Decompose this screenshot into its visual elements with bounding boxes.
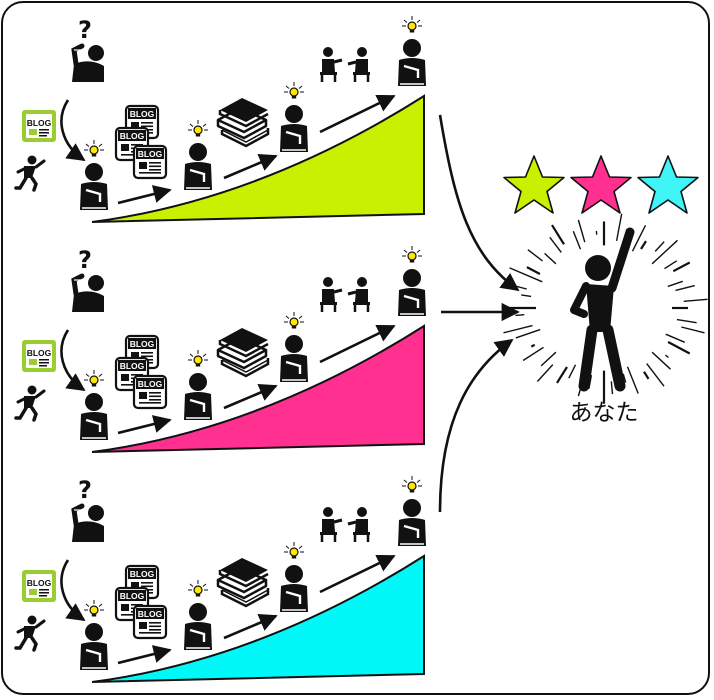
idea-person-icon	[280, 82, 308, 152]
blog-badge-icon	[22, 110, 56, 142]
burst-ray	[556, 366, 568, 384]
lane-green	[14, 16, 426, 223]
idea-person-icon	[280, 312, 308, 382]
burst-ray	[631, 224, 647, 252]
burst-ray	[651, 239, 678, 265]
thinking-person-icon	[72, 246, 104, 312]
burst-ray	[665, 333, 686, 343]
burst-ray	[503, 324, 533, 334]
running-person-icon	[14, 383, 46, 422]
burst-ray	[681, 326, 705, 334]
meeting-people-icon	[318, 275, 372, 314]
idea-person-icon	[80, 600, 108, 670]
burst-ray	[626, 366, 639, 394]
blog-badge-icon	[22, 340, 56, 372]
progress-arrow	[60, 329, 86, 392]
idea-person-icon	[398, 476, 426, 546]
progress-arrow	[60, 99, 86, 162]
burst-ray	[515, 314, 525, 317]
burst-ray	[675, 284, 695, 292]
burst-ray	[646, 363, 665, 387]
progress-arrow	[117, 415, 172, 435]
burst-ray	[640, 240, 647, 250]
burst-ray	[568, 364, 577, 379]
burst-ray	[521, 294, 532, 298]
blog-pages-icon	[116, 336, 166, 408]
idea-person-icon	[280, 542, 308, 612]
burst-ray	[513, 284, 527, 290]
star-icon	[503, 155, 565, 214]
burst-ray	[536, 364, 554, 382]
idea-person-icon	[80, 370, 108, 440]
burst-ray	[610, 381, 614, 395]
thinking-person-icon	[72, 16, 104, 82]
result-label: あなた	[570, 400, 639, 426]
burst-ray	[643, 371, 650, 380]
running-person-icon	[14, 153, 46, 192]
burst-ray	[540, 351, 557, 367]
progress-arrow	[117, 645, 172, 665]
burst-ray	[683, 298, 708, 302]
idea-person-icon	[80, 140, 108, 210]
growth-wedge	[91, 94, 425, 223]
idea-person-icon	[184, 120, 212, 190]
arrow-from-green-lane	[438, 114, 520, 292]
progress-arrow	[319, 554, 396, 594]
burst-ray	[526, 266, 541, 275]
burst-ray	[572, 230, 582, 250]
burst-ray	[549, 236, 562, 253]
thinking-person-icon	[72, 476, 104, 542]
burst-ray	[515, 328, 541, 339]
burst-ray	[664, 260, 678, 270]
lane-pink	[14, 246, 426, 453]
progress-arrow	[223, 154, 278, 180]
idea-person-icon	[184, 350, 212, 420]
burst-ray	[577, 219, 586, 243]
burst-ray	[509, 267, 543, 283]
growth-wedge	[91, 554, 425, 683]
burst-ray	[672, 261, 691, 273]
burst-ray	[522, 346, 544, 362]
burst-ray	[667, 341, 691, 355]
star-icon	[637, 155, 699, 214]
books-icon	[216, 326, 270, 378]
growth-wedge	[91, 324, 425, 453]
burst-ray	[527, 249, 543, 262]
books-icon	[216, 96, 270, 148]
progress-arrow	[223, 614, 278, 640]
idea-person-icon	[398, 16, 426, 86]
progress-arrow	[319, 324, 396, 364]
blog-pages-icon	[116, 566, 166, 638]
idea-person-icon	[398, 246, 426, 316]
running-person-icon	[14, 613, 46, 652]
burst-ray	[654, 241, 665, 252]
burst-ray	[530, 343, 536, 348]
burst-ray	[667, 280, 684, 288]
meeting-people-icon	[318, 45, 372, 84]
progress-arrow	[117, 185, 172, 205]
burst-ray	[676, 318, 697, 324]
burst-ray	[622, 373, 627, 383]
burst-ray	[551, 224, 565, 245]
victory-person-icon	[570, 227, 635, 392]
burst-ray	[651, 351, 671, 370]
star-icon	[570, 155, 632, 214]
blog-badge-icon	[22, 570, 56, 602]
burst-rays	[503, 213, 708, 404]
arrow-from-cyan-lane	[438, 338, 514, 513]
burst-ray	[615, 213, 623, 242]
burst-ray	[665, 354, 669, 359]
progress-arrow	[223, 384, 278, 410]
progress-arrow	[319, 94, 396, 134]
progress-arrow	[60, 559, 86, 622]
idea-person-icon	[184, 580, 212, 650]
books-icon	[216, 556, 270, 608]
blog-pages-icon	[116, 106, 166, 178]
meeting-people-icon	[318, 505, 372, 544]
lane-cyan	[14, 476, 426, 683]
burst-ray	[544, 252, 557, 265]
